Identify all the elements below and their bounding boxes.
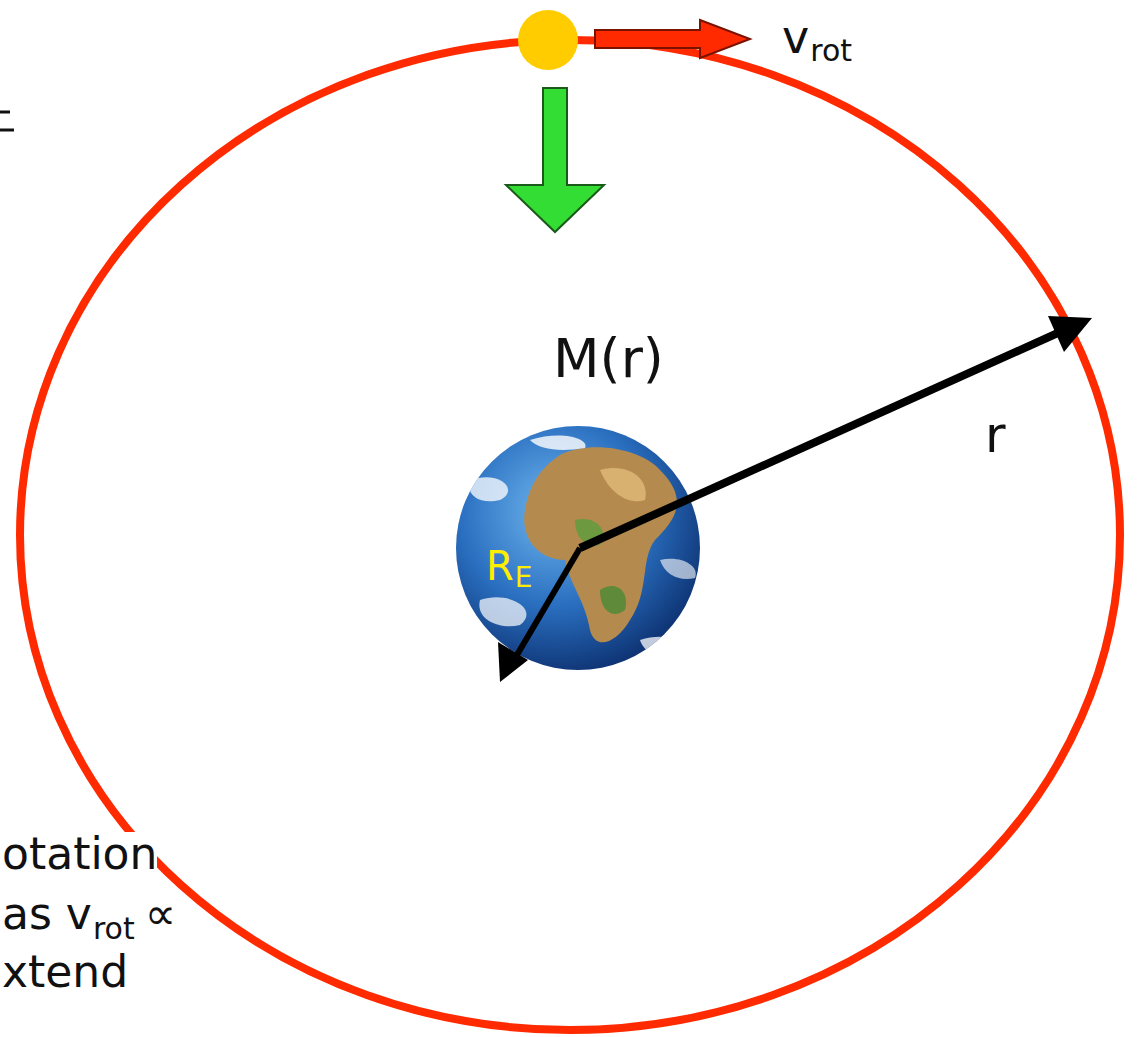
text-fragment xyxy=(0,129,14,132)
radius-label: r xyxy=(985,410,1006,460)
text-fragment xyxy=(0,111,10,114)
gravity-arrow xyxy=(506,88,604,232)
velocity-symbol: v xyxy=(782,14,809,60)
note-subscript: rot xyxy=(93,914,135,944)
velocity-subscript: rot xyxy=(810,36,852,66)
orbit-ellipse xyxy=(20,40,1120,1030)
earth-radius-subscript: E xyxy=(515,564,533,592)
orbiting-star xyxy=(518,10,578,70)
velocity-arrow xyxy=(595,20,750,58)
note-fragment: xtend xyxy=(2,950,128,994)
proportional-symbol: ∝ xyxy=(145,892,176,936)
mass-label: M(r) xyxy=(553,332,664,386)
note-fragment: as v xyxy=(2,892,92,936)
earth-radius-symbol: R xyxy=(486,546,514,586)
note-fragment: otation xyxy=(2,832,157,876)
